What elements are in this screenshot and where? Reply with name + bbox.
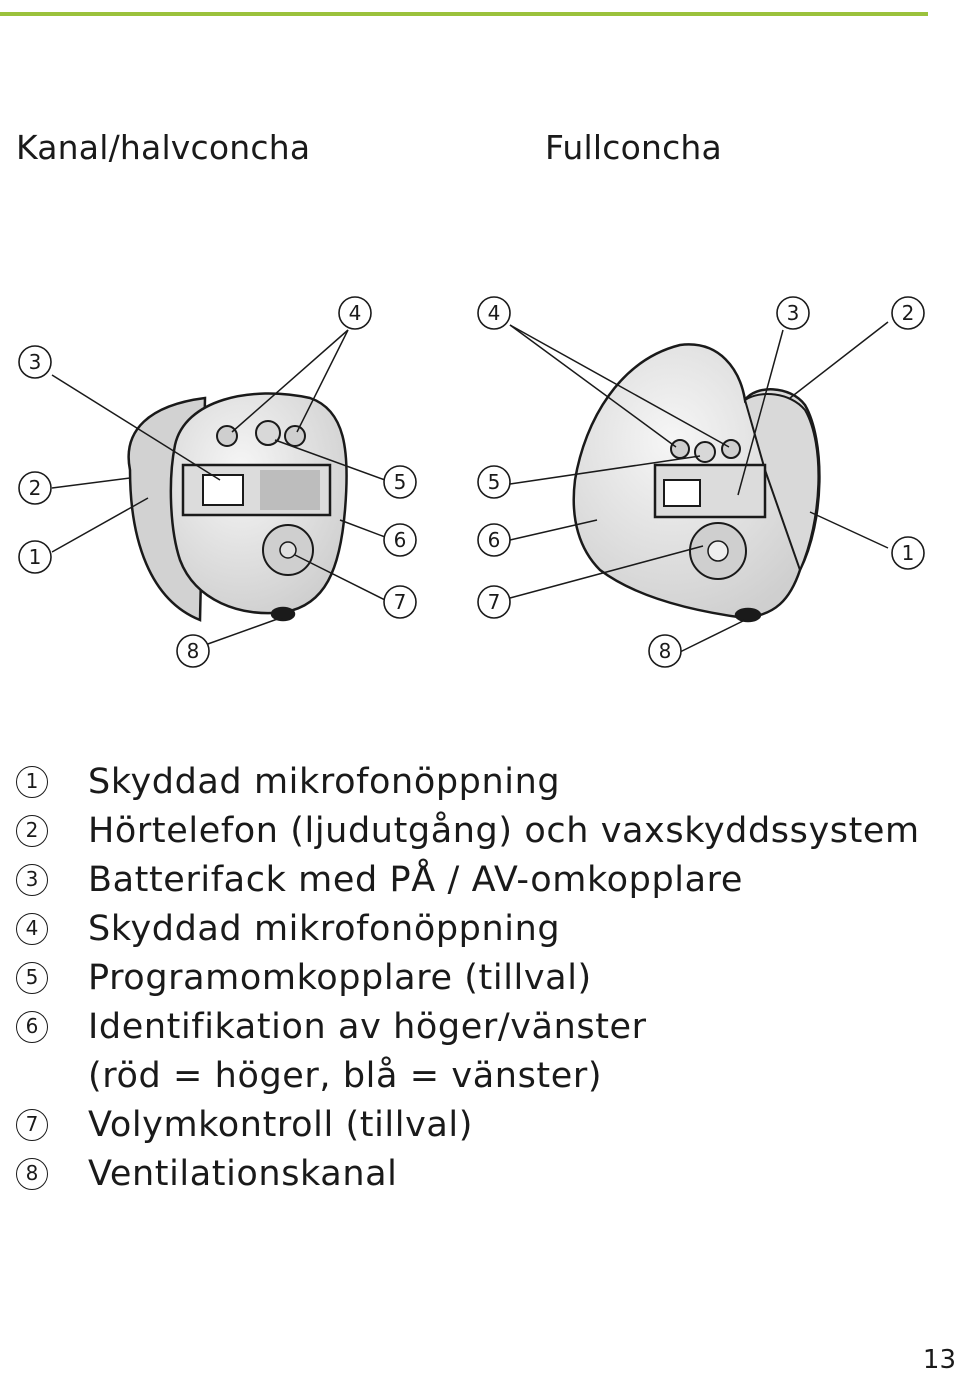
legend-number: 1 <box>16 766 48 798</box>
right-mic-port-a <box>670 439 690 459</box>
left-mic-port-b <box>284 425 306 447</box>
callout-number: 4 <box>488 301 501 325</box>
callout-number: 3 <box>29 350 42 374</box>
callout-circle <box>477 523 511 557</box>
legend-text: Volymkontroll (tillval) <box>88 1105 474 1145</box>
legend-number: 4 <box>16 913 48 945</box>
legend-text: Skyddad mikrofonöppning <box>88 909 561 949</box>
legend-text: Programomkopplare (tillval) <box>88 958 592 998</box>
legend-number: 2 <box>16 815 48 847</box>
legend-text: Ventilationskanal <box>88 1154 398 1194</box>
left-battery-window <box>202 474 244 506</box>
heading-left: Kanal/halvconcha <box>16 128 311 167</box>
callout-circle <box>338 296 372 330</box>
heading-right: Fullconcha <box>545 128 722 167</box>
callout-circle <box>891 296 925 330</box>
legend-number: 5 <box>16 962 48 994</box>
callout-number: 5 <box>394 470 407 494</box>
callout-circle <box>383 585 417 619</box>
left-mic-port-a <box>216 425 238 447</box>
callout-number: 3 <box>787 301 800 325</box>
callout-number: 5 <box>488 470 501 494</box>
callout-number: 6 <box>488 528 501 552</box>
callout-circle <box>176 634 210 668</box>
callout-circle <box>383 465 417 499</box>
callout-number: 7 <box>394 590 407 614</box>
left-program-button <box>255 420 281 446</box>
legend-number: 7 <box>16 1109 48 1141</box>
legend-text: Identifikation av höger/vänster <box>88 1007 647 1047</box>
callout-circle <box>477 585 511 619</box>
legend-text: Skyddad mikrofonöppning <box>88 762 561 802</box>
right-mic-port-b <box>721 439 741 459</box>
callout-number: 1 <box>29 545 42 569</box>
hearing-aid-diagram: 3 4 2 5 1 6 7 8 4 3 2 5 6 1 7 8 <box>18 296 925 668</box>
callout-circle <box>648 634 682 668</box>
callout-circle <box>18 345 52 379</box>
legend-text: (röd = höger, blå = vänster) <box>88 1056 603 1096</box>
callouts-right <box>477 296 925 668</box>
callout-circle <box>776 296 810 330</box>
top-rule <box>0 12 928 16</box>
right-battery-window <box>663 479 701 507</box>
callout-circle <box>477 465 511 499</box>
legend-number: 6 <box>16 1011 48 1043</box>
callout-circle <box>18 471 52 505</box>
right-program-button <box>694 441 716 463</box>
legend-number: 8 <box>16 1158 48 1190</box>
callout-circle <box>18 540 52 574</box>
callout-number: 8 <box>187 639 200 663</box>
callout-circle <box>383 523 417 557</box>
legend-text: Batterifack med PÅ / AV-omkopplare <box>88 860 743 900</box>
left-volume-wheel-hub <box>279 541 297 559</box>
right-vent-opening <box>734 607 762 623</box>
callout-number: 7 <box>488 590 501 614</box>
right-device-illustration <box>572 343 821 623</box>
legend-text: Hörtelefon (ljudutgång) och vaxskyddssys… <box>88 811 920 851</box>
callout-circle <box>891 536 925 570</box>
callout-number: 1 <box>902 541 915 565</box>
callout-circle <box>477 296 511 330</box>
left-vent-opening <box>270 606 296 622</box>
callout-number: 2 <box>29 476 42 500</box>
right-volume-wheel-hub <box>707 540 729 562</box>
callout-number: 6 <box>394 528 407 552</box>
legend-number: 3 <box>16 864 48 896</box>
callout-number: 2 <box>902 301 915 325</box>
callout-number: 4 <box>349 301 362 325</box>
leader-lines <box>51 321 889 653</box>
page-number: 13 <box>922 1345 956 1375</box>
callout-number: 8 <box>659 639 672 663</box>
callouts-left <box>18 296 417 668</box>
right-device-helix <box>743 393 820 573</box>
left-battery-grip <box>260 470 320 510</box>
